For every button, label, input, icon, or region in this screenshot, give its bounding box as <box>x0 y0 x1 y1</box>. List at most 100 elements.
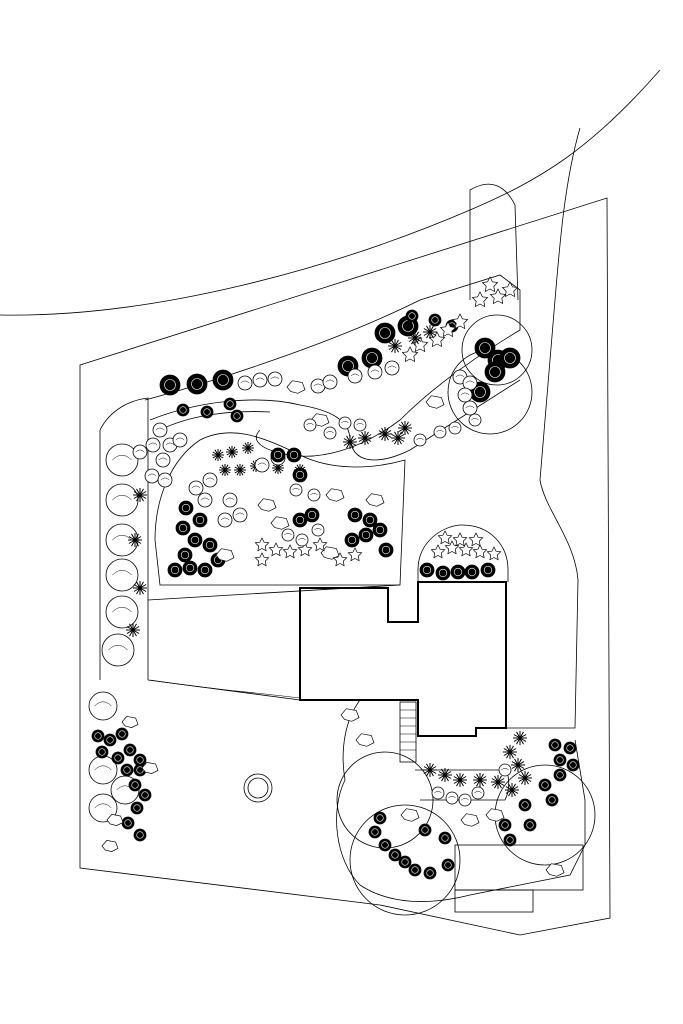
dark-shrub-icon <box>347 507 363 523</box>
spiky-plant-icon <box>128 533 142 547</box>
star-flower-icon <box>471 291 489 308</box>
star-flower-icon <box>452 532 468 547</box>
spiky-plant-icon <box>343 435 357 449</box>
dark-shrub-icon <box>270 447 286 463</box>
boulder-icon <box>365 493 385 507</box>
star-flower-icon <box>254 552 270 567</box>
boulder-icon <box>141 762 159 774</box>
star-flower-icon <box>437 530 453 545</box>
dark-shrub-icon <box>480 562 496 578</box>
light-shrub-icon <box>445 791 459 805</box>
back-patio <box>336 699 586 902</box>
light-shrub-icon <box>413 433 427 447</box>
dark-shrub-icon <box>405 309 419 323</box>
dark-shrub-icon <box>553 768 567 782</box>
dark-shrub-icon <box>474 337 496 359</box>
spiky-plant-icon <box>473 773 487 787</box>
star-flower-icon <box>489 288 507 305</box>
light-shrub-icon <box>144 468 160 484</box>
light-shrub-icon <box>172 432 188 448</box>
dark-shrub-icon <box>175 520 191 536</box>
dark-shrub-icon <box>388 848 402 862</box>
dark-shrub-icon <box>159 374 181 396</box>
dark-shrub-icon <box>408 863 422 877</box>
dark-shrub-icon <box>464 564 480 580</box>
star-flower-icon <box>444 540 460 555</box>
star-flower-icon <box>481 276 499 293</box>
star-flower-icon <box>332 552 348 567</box>
entry-garden-bed <box>417 524 509 582</box>
boulder-icon <box>325 488 345 502</box>
light-shrub-icon <box>498 763 512 777</box>
boulder-icon <box>286 380 306 394</box>
light-shrub-icon <box>431 786 445 800</box>
light-shrub-icon <box>384 360 400 376</box>
star-flower-icon <box>282 544 298 559</box>
spiky-plant-icon <box>491 775 505 789</box>
star-flower-icon <box>501 281 519 298</box>
dark-shrub-icon <box>292 512 308 528</box>
star-flower-icon <box>254 537 270 552</box>
dark-shrub-icon <box>499 347 521 369</box>
light-shrub-icon <box>433 425 447 439</box>
pool <box>454 844 584 913</box>
dark-shrub-icon <box>95 745 109 759</box>
light-shrub-icon <box>232 507 248 523</box>
spiky-plant-icon <box>518 771 532 785</box>
light-shrub-icon <box>307 488 321 502</box>
spiky-plant-icon <box>398 421 412 435</box>
star-flower-icon <box>486 546 502 561</box>
lawn-edge <box>147 584 401 701</box>
dark-shrub-icon <box>518 798 532 812</box>
spiky-plant-icon <box>212 449 224 461</box>
light-shrub-icon <box>222 492 238 508</box>
dark-shrub-icon <box>358 527 374 543</box>
dark-shrub-icon <box>435 565 451 581</box>
dark-shrub-icon <box>538 778 552 792</box>
light-shrub-icon <box>132 444 148 460</box>
light-shrub-icon <box>152 422 168 438</box>
spiky-plant-icon <box>408 331 422 345</box>
star-flower-icon <box>439 321 457 338</box>
boulder-icon <box>101 840 119 852</box>
star-flower-icon <box>297 542 313 557</box>
light-shrub-icon <box>105 558 139 592</box>
light-shrub-icon <box>105 483 139 517</box>
dark-shrub-icon <box>167 562 183 578</box>
dark-shrub-icon <box>230 409 244 423</box>
dark-shrub-icon <box>202 537 218 553</box>
dark-shrub-icon <box>374 322 396 344</box>
dark-shrub-icon <box>563 741 577 755</box>
dark-shrub-icon <box>91 729 105 743</box>
boulder-icon <box>106 814 124 826</box>
dark-shrub-icon <box>553 753 567 767</box>
dark-shrub-icon <box>484 361 506 383</box>
canopy-tree-icon <box>336 751 434 849</box>
spiky-plant-icon <box>438 768 452 782</box>
light-shrub-icon <box>462 375 478 391</box>
property-boundary <box>79 197 611 936</box>
dark-shrub-icon <box>344 532 360 548</box>
side-planting-bed <box>99 397 149 680</box>
light-shrub-icon <box>237 375 253 391</box>
canopy-tree-icon <box>349 804 461 916</box>
dark-shrub-icon <box>304 507 320 523</box>
dark-shrub-icon <box>186 373 208 395</box>
light-shrub-icon <box>88 793 118 823</box>
boulder-icon <box>460 813 480 827</box>
house-footprint <box>299 581 507 737</box>
dark-shrub-icon <box>361 347 383 369</box>
boulder-icon <box>215 548 235 562</box>
spiky-plant-icon <box>388 339 402 353</box>
spiky-plant-icon <box>423 763 437 777</box>
star-flower-icon <box>347 547 363 562</box>
spiky-plant-icon <box>126 623 140 637</box>
light-shrub-icon <box>155 452 171 468</box>
dark-shrub-icon <box>503 833 517 847</box>
star-flower-icon <box>472 544 488 559</box>
star-flower-icon <box>468 532 484 547</box>
boulder-icon <box>545 863 565 877</box>
light-shrub-icon <box>471 786 485 800</box>
stone-edging <box>149 679 301 699</box>
